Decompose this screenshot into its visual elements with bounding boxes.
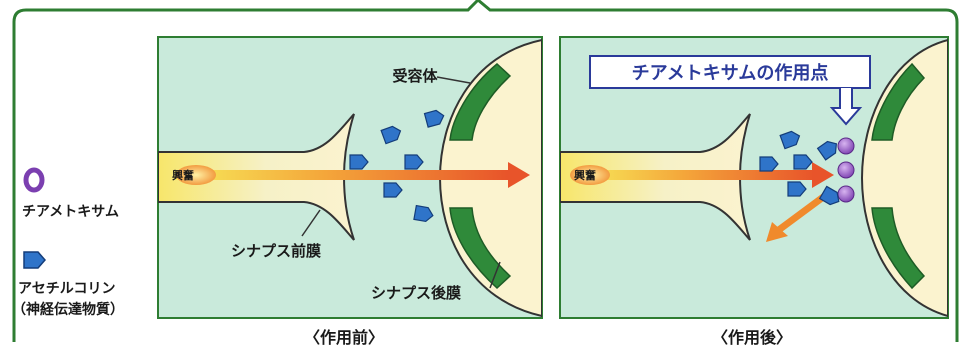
signal-arrow-shaft bbox=[176, 170, 508, 180]
site-of-action-box bbox=[589, 55, 871, 89]
acetylcholine-legend-sublabel: （神経伝達物質） bbox=[12, 301, 124, 318]
signal-arrow-shaft-after bbox=[578, 170, 814, 180]
thiamethoxam-legend-icon bbox=[23, 167, 45, 193]
signal-arrow-head-after bbox=[812, 162, 834, 188]
site-of-action-pointer bbox=[829, 88, 863, 126]
deflected-arrow-head bbox=[766, 222, 788, 242]
before-panel: 興奮 受容体 シナプス前膜 シナプス後膜 〈作用前〉 bbox=[157, 36, 543, 347]
acetylcholine-molecule bbox=[759, 156, 779, 172]
after-panel: 興奮 チアメトキサムの作用点 〈作用後〉 bbox=[559, 36, 949, 347]
receptor-upper-after bbox=[871, 62, 926, 141]
legend: チアメトキサム アセチルコリン （神経伝達物質） bbox=[12, 167, 124, 318]
receptor-upper bbox=[449, 63, 512, 141]
outer-frame bbox=[12, 0, 959, 342]
site-of-action-label: チアメトキサムの作用点 bbox=[632, 62, 829, 84]
thiamethoxam-molecule bbox=[837, 137, 855, 155]
before-caption: 〈作用前〉 bbox=[304, 328, 384, 347]
acetylcholine-molecule bbox=[818, 185, 840, 206]
acetylcholine-molecule bbox=[404, 154, 424, 170]
signal-arrow-head bbox=[508, 162, 530, 188]
excitation-label-before: 興奮 bbox=[172, 168, 195, 182]
excitation-label-after: 興奮 bbox=[574, 168, 597, 182]
receptor-lower bbox=[449, 207, 512, 290]
postsynaptic-leader bbox=[489, 261, 501, 289]
excitation-glow bbox=[176, 165, 216, 185]
receptor-lower-after bbox=[871, 207, 926, 290]
acetylcholine-molecule bbox=[787, 181, 807, 197]
acetylcholine-molecule bbox=[383, 182, 403, 198]
receptor-label: 受容体 bbox=[392, 67, 438, 85]
acetylcholine-molecule bbox=[380, 125, 402, 145]
acetylcholine-molecule bbox=[779, 130, 801, 150]
acetylcholine-before-group bbox=[349, 109, 445, 223]
receptor-leader bbox=[436, 76, 471, 84]
thiamethoxam-molecule bbox=[837, 185, 855, 203]
acetylcholine-after-group bbox=[759, 130, 840, 206]
acetylcholine-molecule bbox=[793, 154, 813, 170]
acetylcholine-legend-label: アセチルコリン bbox=[18, 281, 115, 297]
acetylcholine-legend-icon bbox=[23, 251, 46, 269]
acetylcholine-molecule bbox=[816, 140, 838, 161]
acetylcholine-molecule bbox=[413, 204, 434, 223]
acetylcholine-molecule bbox=[349, 154, 369, 170]
postsynaptic-label: シナプス後膜 bbox=[371, 284, 461, 302]
presynaptic-leader bbox=[301, 209, 321, 237]
thiamethoxam-legend-label: チアメトキサム bbox=[22, 204, 119, 220]
excitation-glow-after bbox=[570, 165, 610, 185]
presynaptic-label: シナプス前膜 bbox=[231, 242, 321, 260]
acetylcholine-molecule bbox=[423, 109, 445, 128]
after-caption: 〈作用後〉 bbox=[712, 328, 792, 347]
thiamethoxam-molecule bbox=[837, 161, 855, 179]
